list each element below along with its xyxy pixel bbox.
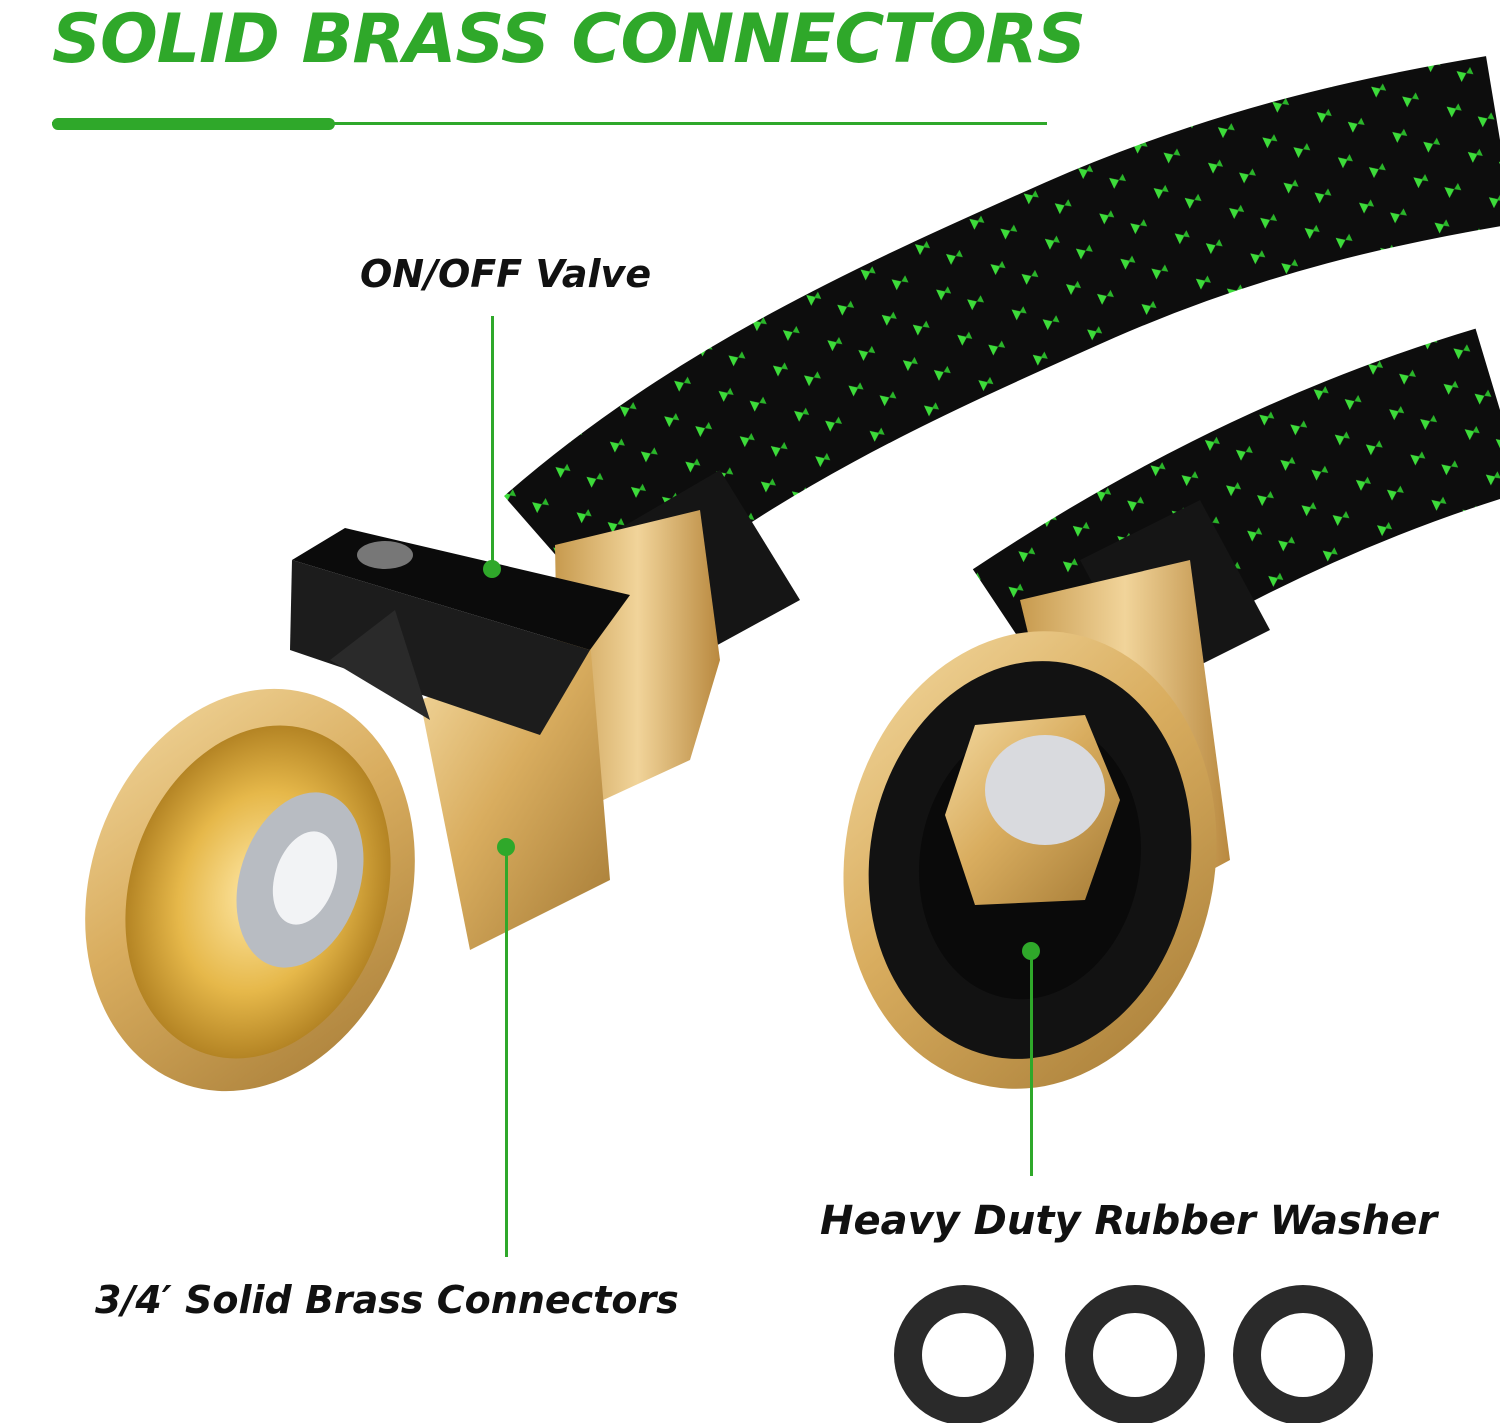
valve-leader-line <box>491 316 494 570</box>
page-title: SOLID BRASS CONNECTORS <box>52 0 1086 79</box>
rubber-washer <box>1065 1285 1205 1423</box>
washer-leader-line <box>1030 950 1033 1176</box>
rubber-washer <box>894 1285 1034 1423</box>
brass-connector-right <box>843 560 1230 1089</box>
washer-leader-dot <box>1022 942 1040 960</box>
rubber-washers <box>894 1285 1373 1423</box>
brass-leader-line <box>505 845 508 1257</box>
valve-leader-dot <box>483 560 501 578</box>
valve-callout-label: ON/OFF Valve <box>360 252 652 296</box>
rubber-washer <box>1233 1285 1373 1423</box>
washer-callout-label: Heavy Duty Rubber Washer <box>820 1198 1438 1244</box>
title-divider-accent <box>52 118 335 130</box>
title-divider <box>52 122 1047 125</box>
valve-handle <box>290 528 630 735</box>
brass-leader-dot <box>497 838 515 856</box>
hose-upper <box>504 56 1500 625</box>
brass-callout-label: 3/4′ Solid Brass Connectors <box>95 1278 679 1322</box>
